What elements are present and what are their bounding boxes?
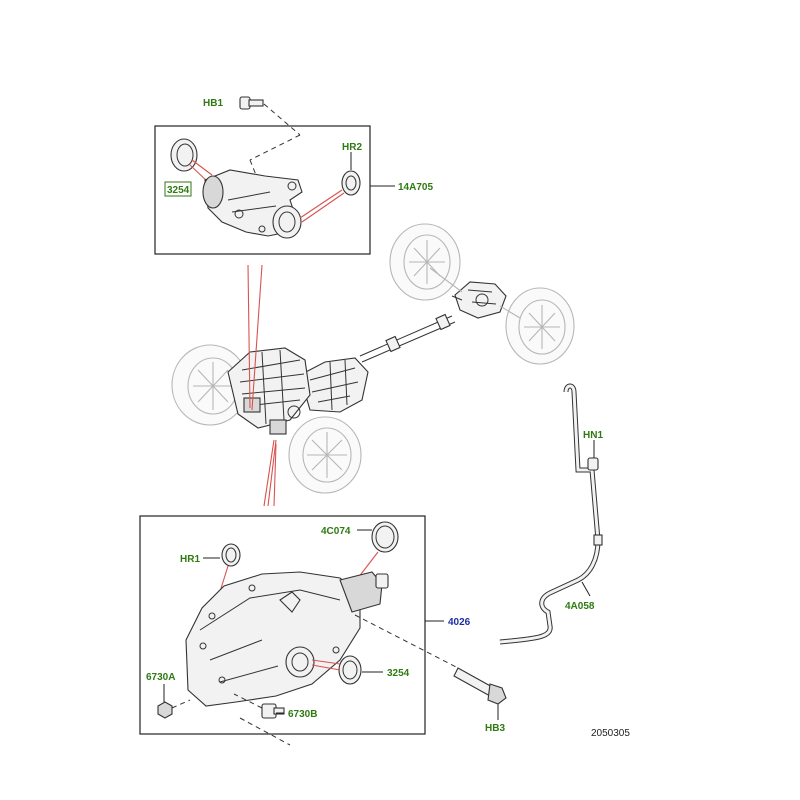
callout-14a705: 14A705 [398,182,433,193]
callout-hr1: HR1 [180,554,200,565]
callout-4a058: 4A058 [565,601,595,612]
housing-14a705 [202,169,303,239]
seal-hr1 [203,543,241,599]
upper-detail-box [154,96,395,255]
callout-labels: HB1 HR2 3254 14A705 HN1 4C074 HR1 4A058 … [146,98,630,739]
callout-hr2: HR2 [342,142,362,153]
seal-3254-lower [311,655,383,685]
vehicle-chassis-illustration [171,223,575,494]
bolt-hb3 [453,667,507,720]
callout-hn1: HN1 [583,430,603,441]
rear-differential [429,267,521,319]
callout-4026: 4026 [448,617,471,628]
location-leader-lines [247,264,277,507]
bolt-hb1 [239,96,301,181]
lower-detail-box [139,515,459,735]
wheel-front-left [171,344,249,426]
bolt-6730b [233,693,285,719]
callout-3254-lower: 3254 [387,668,410,679]
differential-4026 [185,571,389,707]
callout-6730a: 6730A [146,672,175,683]
callout-6730b: 6730B [288,709,317,720]
figure-number: 2050305 [591,728,630,739]
wheel-rear-left [505,287,575,365]
breather-tube-4a058 [499,383,603,645]
wheel-rear-right [389,223,461,301]
transmission [299,357,369,413]
callout-4c074: 4C074 [321,526,351,537]
nut-6730a [157,684,191,719]
callout-hb1: HB1 [203,98,223,109]
callout-3254-upper: 3254 [167,185,190,196]
engine [227,347,311,435]
callout-3254-upper-box [164,181,192,197]
seal-hr2 [299,152,361,223]
seal-4c074 [357,521,399,579]
seal-3254-upper [170,138,213,183]
wheel-front-right [288,416,362,494]
callout-hb3: HB3 [485,723,505,734]
propeller-shaft [359,313,456,363]
